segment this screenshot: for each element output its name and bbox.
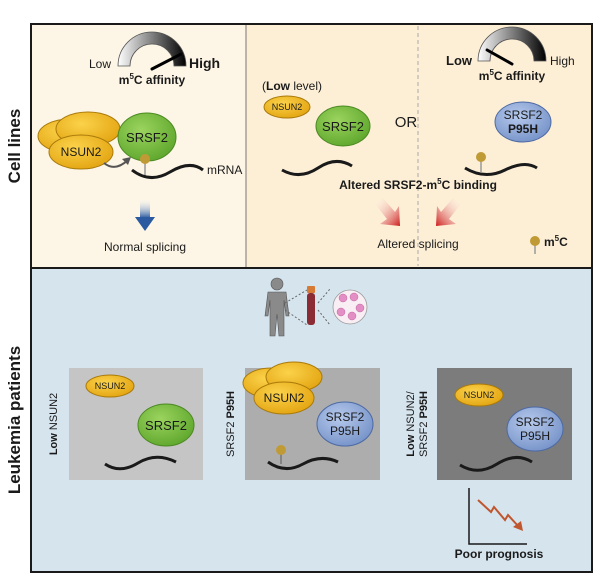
patient-sample-illustration [264, 277, 368, 337]
gauge-low-affinity: Low High m5C affinity [446, 26, 575, 83]
srsf2-protein-altered: SRSF2 [315, 105, 371, 147]
mrna-label: mRNA [207, 163, 242, 177]
prognosis-axes [468, 488, 527, 545]
case-label: SRSF2 P95H [225, 391, 237, 457]
gauge-high-label: High [550, 54, 575, 68]
prognosis-decline-line [477, 499, 520, 528]
nsun2-label: NSUN2 [95, 381, 126, 391]
srsf2-protein: SRSF2 [117, 112, 177, 162]
nsun2-low-level: NSUN2 [263, 95, 311, 119]
row-label-cell-lines: Cell lines [5, 109, 24, 184]
nsun2-label: NSUN2 [264, 391, 305, 405]
svg-text:SRSF2: SRSF2 [504, 108, 543, 122]
srsf2-label: SRSF2 [326, 410, 365, 424]
zoom-line [284, 289, 308, 304]
gauge-needle [150, 52, 182, 71]
patient-case-low-nsun2-srsf2-p95h: Low NSUN2/ SRSF2 P95H NSUN2 SRSF2 P95H [405, 368, 572, 480]
mrna-strand [104, 455, 177, 471]
mrna-strand [459, 456, 533, 472]
or-label: OR [395, 114, 418, 131]
altered-binding-label: Altered SRSF2-m5C binding [339, 177, 497, 192]
srsf2-p95h-protein: SRSF2 P95H [494, 101, 552, 143]
nsun2-label: NSUN2 [464, 390, 495, 400]
gauge-arc [117, 31, 187, 67]
mrna-strand-unmethylated [281, 160, 353, 176]
red-arrow-right [436, 198, 461, 226]
m5c-pin-icon [140, 154, 150, 164]
srsf2-label: SRSF2 [516, 415, 555, 429]
m5c-pin-icon [276, 445, 286, 455]
nsun2-label: NSUN2 [61, 145, 102, 159]
gauge-low-label: Low [446, 53, 473, 68]
poor-prognosis-chart: Poor prognosis [455, 488, 544, 561]
prognosis-decline-arrowhead [513, 521, 523, 531]
p95h-label: P95H [520, 429, 550, 443]
normal-splicing-arrow-shaft [140, 198, 150, 218]
methylation-arrowhead [122, 157, 131, 165]
low-level-label: (Low level) [262, 79, 322, 93]
gauge-needle [485, 48, 514, 66]
case-label: Low NSUN2 [48, 393, 60, 455]
zoom-line [284, 309, 308, 326]
blood-tube-cap [307, 286, 315, 293]
gauge-arc [477, 26, 547, 62]
mrna-strand [131, 164, 204, 179]
gauge-caption: m5C affinity [479, 68, 546, 83]
m5c-pin-icon [476, 152, 486, 162]
zoom-line [317, 288, 331, 304]
case-label-line2: SRSF2 P95H [418, 391, 430, 457]
zoom-line [317, 309, 331, 326]
svg-text:SRSF2: SRSF2 [322, 119, 364, 134]
gauge-low-label: Low [89, 57, 111, 71]
patient-case-srsf2-p95h: SRSF2 P95H NSUN2 SRSF2 P95H [225, 361, 380, 480]
poor-prognosis-label: Poor prognosis [455, 547, 544, 561]
svg-text:NSUN2: NSUN2 [272, 102, 303, 112]
mrna-strand [267, 457, 339, 470]
normal-splicing-label: Normal splicing [104, 240, 186, 254]
blood-tube-icon [307, 293, 315, 325]
altered-subpanel-bg [246, 24, 592, 268]
gauge-caption: m5C affinity [119, 72, 186, 87]
human-figure-icon [264, 277, 290, 337]
gauge-high-label: High [189, 55, 220, 71]
svg-text:P95H: P95H [508, 122, 538, 136]
row-label-leukemia-patients: Leukemia patients [5, 346, 24, 494]
srsf2-label: SRSF2 [145, 418, 187, 433]
p95h-label: P95H [330, 424, 360, 438]
m5c-legend: m5C [530, 234, 568, 254]
mrna-strand-methylated [464, 163, 538, 176]
red-arrow-left [375, 198, 400, 226]
gauge-high-affinity: Low High m5C affinity [89, 31, 220, 87]
srsf2-label: SRSF2 [126, 130, 168, 145]
figure-frame [30, 23, 593, 573]
cell-lines-panel [31, 24, 592, 268]
normal-splicing-arrowhead [135, 217, 155, 231]
m5c-pin-icon [530, 236, 540, 246]
altered-splicing-label: Altered splicing [377, 237, 458, 251]
patient-case-low-nsun2: Low NSUN2 NSUN2 SRSF2 [48, 368, 203, 480]
m5c-legend-label: m5C [544, 234, 568, 249]
nsun2-complex: NSUN2 [37, 111, 121, 170]
case-label-line1: Low NSUN2/ [405, 390, 417, 456]
